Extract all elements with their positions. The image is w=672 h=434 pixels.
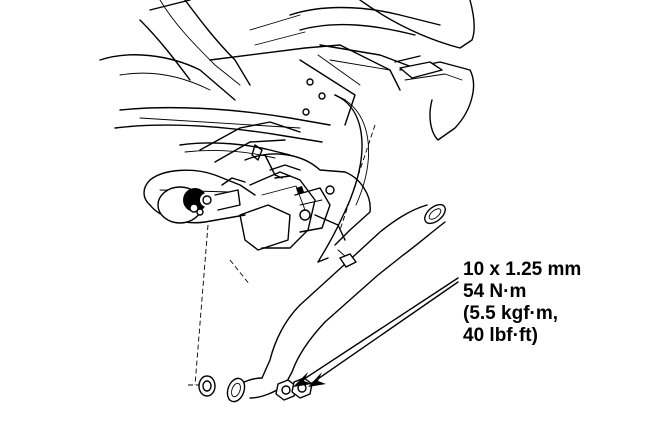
- exhaust-pipe: [226, 203, 446, 403]
- torque-kgf-label: (5.5 kgf·m,: [463, 303, 559, 324]
- callout-arrows: [293, 277, 459, 387]
- leader-lines: [188, 124, 376, 386]
- flange-nut-1: [275, 379, 297, 401]
- flange-gasket: [198, 375, 216, 397]
- vehicle-floor-panel: [99, 0, 441, 101]
- trailing-arm: [143, 169, 256, 224]
- rear-body-panel: [359, 0, 475, 141]
- bolt-size-label: 10 x 1.25 mm: [463, 259, 582, 280]
- torque-nm-label: 54 N·m: [463, 281, 527, 302]
- brake-line: [179, 142, 291, 179]
- rear-suspension-assembly: [239, 153, 371, 251]
- torque-lbf-label: 40 lbf·ft): [463, 325, 538, 346]
- crossmember: [114, 44, 401, 163]
